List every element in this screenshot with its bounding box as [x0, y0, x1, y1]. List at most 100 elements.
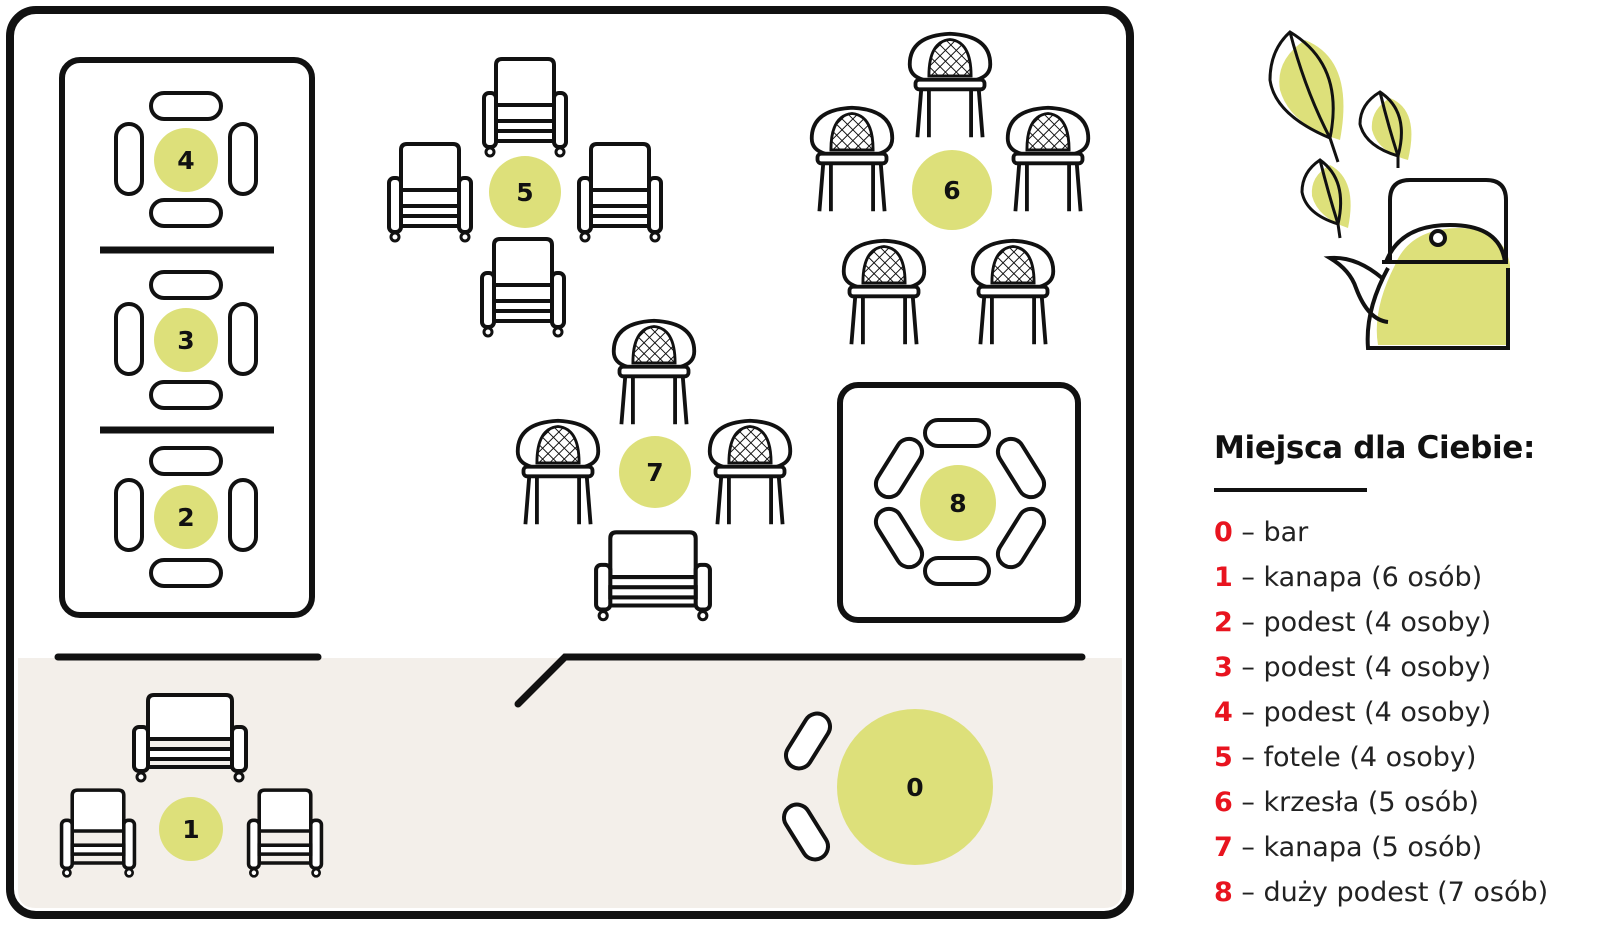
zone-4-platform[interactable]: 4	[114, 91, 258, 228]
legend-number: 4	[1214, 697, 1233, 728]
zone-2-platform[interactable]: 2	[114, 446, 258, 588]
zone-5-armchairs[interactable]: 5	[387, 57, 663, 338]
cushion-icon	[873, 506, 925, 570]
legend-item-2: 2 – podest (4 osoby)	[1214, 600, 1600, 645]
sofa-icon	[134, 695, 246, 781]
teapot-icon	[1323, 178, 1510, 350]
zone-label: 2	[177, 503, 194, 532]
platform-box	[59, 57, 315, 618]
legend-item-3: 3 – podest (4 osoby)	[1214, 645, 1600, 690]
legend-number: 8	[1214, 877, 1233, 908]
zone-marker	[154, 128, 218, 192]
cushion-icon	[114, 122, 144, 196]
zone-1-sofa[interactable]: 1	[59, 695, 324, 879]
zone-label: 8	[949, 489, 966, 518]
cushion-icon	[149, 270, 223, 300]
floor-plan: 4 3 2 5 6	[6, 6, 1134, 919]
legend-number: 7	[1214, 832, 1233, 863]
cushion-icon	[114, 478, 144, 552]
zone-6-chairs[interactable]: 6	[809, 31, 1091, 347]
cushion-icon	[149, 198, 223, 228]
rattan-chair-icon	[841, 238, 927, 347]
zone-label: 1	[182, 815, 199, 844]
legend-divider	[1214, 488, 1367, 492]
zone-0-bar[interactable]: 0	[779, 709, 993, 865]
zone-label: 6	[943, 176, 960, 205]
cushion-icon	[114, 302, 144, 376]
cushion-icon	[228, 122, 258, 196]
leaf-icon	[1268, 30, 1344, 163]
legend-text: – podest (4 osoby)	[1232, 697, 1492, 728]
cushion-icon	[873, 436, 925, 500]
cushion-icon	[149, 558, 223, 588]
leaf-icon	[1358, 90, 1412, 168]
cushion-icon	[149, 446, 223, 476]
legend-text: – fotele (4 osoby)	[1232, 742, 1477, 773]
legend-text: – kanapa (6 osób)	[1232, 562, 1483, 593]
legend: Miejsca dla Ciebie: 0 – bar 1 – kanapa (…	[1214, 430, 1600, 915]
legend-text: – duży podest (7 osób)	[1232, 877, 1549, 908]
rattan-chair-icon	[809, 105, 895, 214]
room-divider-right	[514, 653, 1086, 708]
teapot-illustration	[1268, 30, 1510, 350]
legend-item-8: 8 – duży podest (7 osób)	[1214, 870, 1600, 915]
zone-label: 4	[177, 146, 194, 175]
legend-number: 2	[1214, 607, 1233, 638]
zone-label: 5	[516, 178, 533, 207]
cushion-icon	[149, 91, 223, 121]
bar-stool-icon	[783, 711, 833, 771]
zone-label: 3	[177, 326, 194, 355]
legend-text: – podest (4 osoby)	[1232, 607, 1492, 638]
rattan-chair-icon	[611, 318, 697, 427]
zone-marker	[154, 308, 218, 372]
armchair-icon	[482, 57, 568, 158]
cushion-icon	[995, 436, 1047, 500]
cushion-icon	[923, 556, 991, 586]
legend-item-5: 5 – fotele (4 osoby)	[1214, 735, 1600, 780]
zone-7-sofa[interactable]: 7	[515, 318, 793, 620]
zone-label: 0	[906, 773, 923, 802]
bar-stool-icon	[781, 802, 831, 862]
rattan-chair-icon	[907, 31, 993, 140]
legend-item-4: 4 – podest (4 osoby)	[1214, 690, 1600, 735]
legend-number: 0	[1214, 517, 1233, 548]
rattan-chair-icon	[970, 238, 1056, 347]
rattan-chair-icon	[1005, 105, 1091, 214]
zone-marker	[912, 150, 992, 230]
legend-item-7: 7 – kanapa (5 osób)	[1214, 825, 1600, 870]
armchair-icon	[387, 142, 473, 243]
armchair-icon	[577, 142, 663, 243]
legend-title: Miejsca dla Ciebie:	[1214, 430, 1536, 466]
zone-marker	[159, 797, 223, 861]
platform-box	[837, 382, 1081, 623]
sofa-icon	[596, 532, 710, 619]
legend-number: 1	[1214, 562, 1233, 593]
legend-item-0: 0 – bar	[1214, 510, 1600, 555]
legend-number: 3	[1214, 652, 1233, 683]
cushion-icon	[228, 302, 258, 376]
cushion-icon	[228, 478, 258, 552]
zone-marker	[154, 485, 218, 549]
legend-text: – podest (4 osoby)	[1232, 652, 1492, 683]
legend-number: 6	[1214, 787, 1233, 818]
leaf-icon	[1300, 158, 1351, 239]
cushion-icon	[149, 380, 223, 410]
legend-text: – bar	[1232, 517, 1309, 548]
legend-item-6: 6 – krzesła (5 osób)	[1214, 780, 1600, 825]
legend-text: – kanapa (5 osób)	[1232, 832, 1483, 863]
legend-number: 5	[1214, 742, 1233, 773]
zone-marker	[489, 156, 561, 228]
cushion-icon	[923, 418, 991, 448]
zone-marker	[619, 436, 691, 508]
legend-item-1: 1 – kanapa (6 osób)	[1214, 555, 1600, 600]
legend-text: – krzesła (5 osób)	[1232, 787, 1479, 818]
room-border	[6, 6, 1134, 919]
zone-marker	[920, 465, 996, 541]
zone-8-large-platform[interactable]: 8	[837, 382, 1081, 623]
zone-3-platform[interactable]: 3	[114, 270, 258, 410]
rattan-chair-icon	[515, 418, 601, 527]
rattan-chair-icon	[707, 418, 793, 527]
bar-counter	[837, 709, 993, 865]
armchair-icon	[480, 237, 566, 338]
zone-label: 7	[646, 458, 663, 487]
